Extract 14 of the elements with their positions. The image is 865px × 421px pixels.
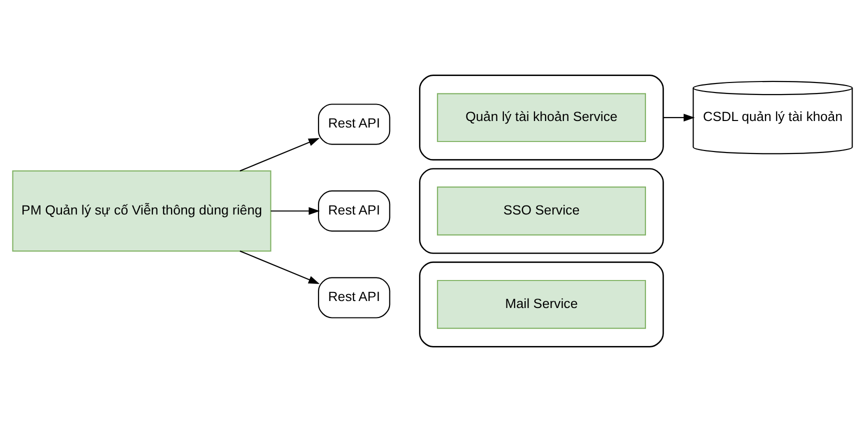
arrow [240, 250, 320, 284]
node-box: SSO Service [436, 186, 646, 235]
node-box: PM Quản lý sự cố Viễn thông dùng riêng [12, 170, 272, 252]
node-box: Quản lý tài khoản Service [436, 92, 646, 142]
node-box: Mail Service [436, 279, 646, 328]
node-box: Rest API [318, 103, 390, 144]
cluster [419, 260, 664, 347]
arrow [663, 113, 695, 121]
node-box: Rest API [318, 190, 390, 232]
cluster [419, 74, 664, 160]
cluster [419, 168, 664, 254]
arrow [270, 206, 320, 214]
arrow [240, 138, 320, 171]
node-box: Rest API [318, 276, 390, 318]
